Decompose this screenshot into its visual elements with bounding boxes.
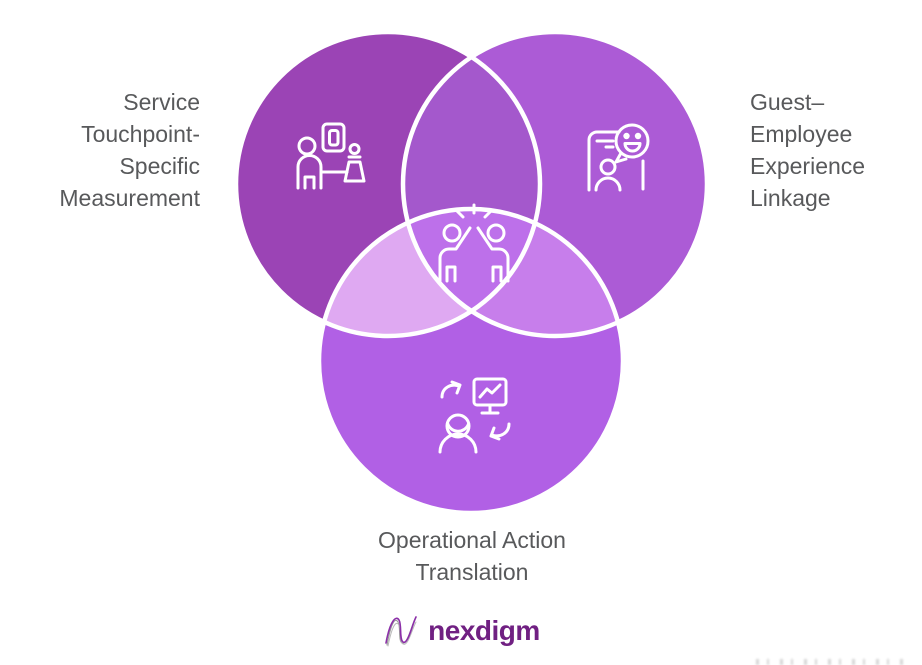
nexdigm-logo: nexdigm	[0, 610, 922, 652]
high-five-icon	[438, 203, 510, 283]
label-line: Measurement	[59, 185, 200, 211]
outline-bottom-circle	[316, 206, 626, 516]
outline-right-circle	[400, 29, 710, 339]
label-line: Linkage	[750, 185, 831, 211]
label-line: Translation	[415, 559, 529, 585]
label-guest-employee: Guest– Employee Experience Linkage	[750, 86, 922, 214]
label-service-touchpoint: Service Touchpoint- Specific Measurement	[0, 86, 200, 214]
cropped-watermark-artifact	[756, 659, 906, 665]
person-dashboard-sync-icon	[438, 377, 511, 454]
label-line: Operational Action	[378, 527, 566, 553]
label-line: Specific	[119, 153, 200, 179]
label-line: Experience	[750, 153, 866, 179]
outline-left-circle	[233, 29, 543, 339]
label-operational-action: Operational Action Translation	[272, 524, 672, 588]
nexdigm-wordmark: nexdigm	[428, 615, 540, 646]
label-line: Touchpoint-	[81, 121, 200, 147]
guest-feedback-speech-bubble-icon	[587, 123, 650, 192]
nexdigm-logo-mark	[385, 616, 417, 647]
label-line: Employee	[750, 121, 853, 147]
person-kiosk-icon	[296, 122, 366, 190]
label-line: Service	[123, 89, 200, 115]
overlap-left-bottom	[319, 209, 540, 336]
label-line: Guest–	[750, 89, 825, 115]
overlap-right-bottom	[403, 209, 623, 336]
